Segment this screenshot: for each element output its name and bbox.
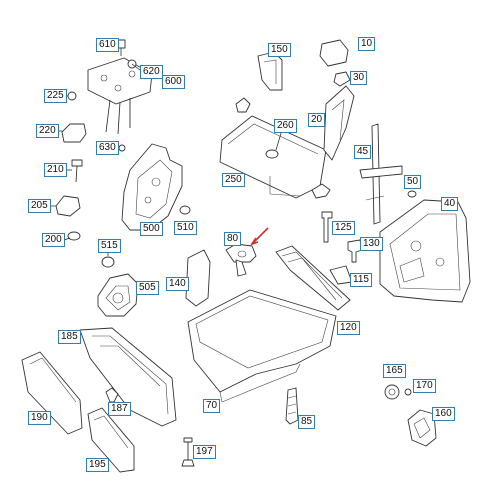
label-205: 205	[28, 199, 51, 213]
label-220: 220	[36, 124, 59, 138]
label-125: 125	[332, 221, 355, 235]
label-130: 130	[360, 237, 383, 251]
top-bracket-assembly	[87, 39, 153, 152]
label-140: 140	[166, 277, 189, 291]
label-10: 10	[358, 37, 376, 51]
center-small-parts	[97, 243, 257, 317]
label-115: 115	[350, 273, 372, 287]
label-120: 120	[337, 321, 360, 335]
floor-panel	[187, 245, 353, 403]
label-45: 45	[354, 145, 372, 159]
bottom-left-panels	[21, 327, 195, 473]
label-200: 200	[42, 233, 65, 247]
label-210: 210	[44, 163, 67, 177]
label-630: 630	[96, 141, 119, 155]
label-197: 197	[193, 445, 216, 459]
left-cover-panel	[121, 143, 191, 231]
label-150: 150	[268, 43, 291, 57]
label-190: 190	[28, 411, 51, 425]
label-225: 225	[44, 89, 67, 103]
label-20: 20	[308, 113, 326, 127]
label-70: 70	[203, 399, 221, 413]
label-195: 195	[86, 458, 109, 472]
label-85: 85	[298, 415, 316, 429]
right-housing	[321, 190, 471, 303]
label-510: 510	[174, 221, 197, 235]
top-right-parts	[319, 39, 403, 225]
label-165: 165	[383, 364, 406, 378]
label-620: 620	[140, 65, 163, 79]
label-160: 160	[432, 407, 455, 421]
label-610: 610	[96, 38, 119, 52]
label-170: 170	[413, 379, 436, 393]
label-505: 505	[136, 281, 159, 295]
left-small-parts	[50, 91, 87, 241]
label-50: 50	[404, 175, 422, 189]
label-260: 260	[274, 119, 297, 133]
label-30: 30	[350, 71, 368, 85]
label-500: 500	[140, 222, 163, 236]
label-40: 40	[441, 197, 459, 211]
label-250: 250	[222, 173, 245, 187]
label-185: 185	[58, 330, 81, 344]
label-80: 80	[224, 232, 242, 246]
label-515: 515	[98, 239, 121, 253]
indicator-arrow-icon	[250, 227, 269, 246]
label-187: 187	[108, 402, 131, 416]
label-600: 600	[162, 75, 185, 89]
bottom-right-parts	[285, 384, 437, 447]
